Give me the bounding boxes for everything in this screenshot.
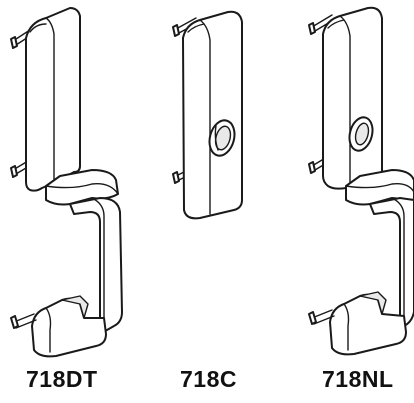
plate-718dt [10, 7, 81, 192]
lever-handle-718nl [308, 169, 414, 356]
cylinder-hole-718c [208, 119, 236, 157]
pull-handle-718dt [10, 169, 123, 358]
product-718c-drawing [172, 10, 243, 220]
model-label-718nl: 718NL [322, 366, 394, 392]
model-label-718dt: 718DT [26, 366, 98, 392]
plate-718c [172, 10, 243, 220]
product-718nl-drawing [308, 6, 414, 356]
model-label-718c: 718C [180, 366, 237, 392]
product-718dt-drawing [10, 7, 123, 358]
plate-718nl [308, 6, 383, 190]
